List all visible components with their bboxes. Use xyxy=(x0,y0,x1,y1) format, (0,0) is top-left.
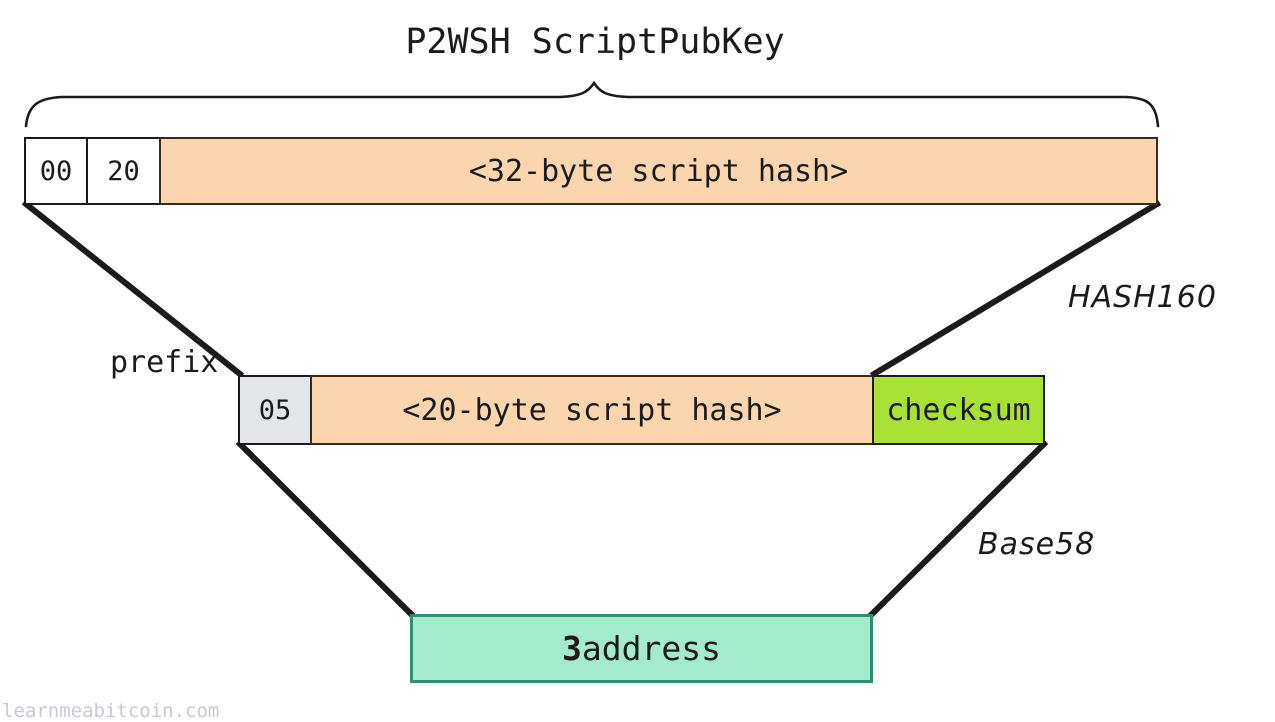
connector-left-lower xyxy=(235,439,416,619)
prefix-byte-cell: 05 xyxy=(238,375,312,445)
script-hash-20-cell: <20-byte script hash> xyxy=(310,375,874,445)
label-hash160: HASH160 xyxy=(1068,280,1217,315)
base58check-row: 05 <20-byte script hash> checksum xyxy=(238,375,1045,445)
checksum-cell: checksum xyxy=(872,375,1045,445)
watermark: learnmeabitcoin.com xyxy=(2,700,220,722)
curly-brace-scriptpubkey xyxy=(24,80,1160,128)
script-hash-32-cell: <32-byte script hash> xyxy=(159,137,1158,205)
address-prefix-char: 3 xyxy=(562,629,582,668)
label-base58: Base58 xyxy=(978,527,1096,562)
page-title: P2WSH ScriptPubKey xyxy=(405,22,785,62)
scriptpubkey-row: 00 20 <32-byte script hash> xyxy=(24,137,1158,205)
version-byte-cell: 00 xyxy=(24,137,88,205)
length-byte-cell: 20 xyxy=(86,137,161,205)
address-rest-text: address xyxy=(581,629,721,668)
label-prefix: prefix xyxy=(110,345,219,380)
